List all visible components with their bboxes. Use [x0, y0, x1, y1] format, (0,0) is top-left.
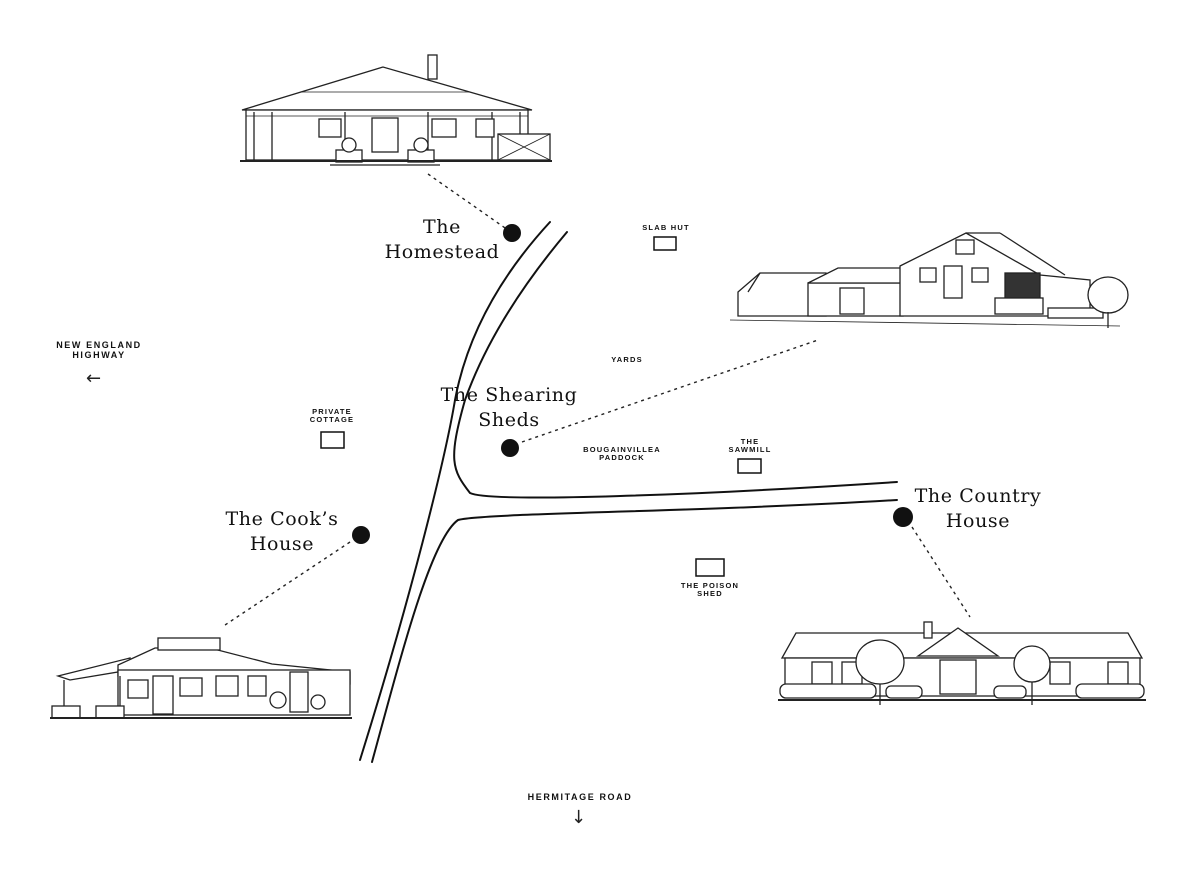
- country-house-leader: [911, 526, 971, 618]
- cooks-house-leader: [221, 541, 351, 628]
- hermitage-road-label[interactable]: HERMITAGE ROAD: [527, 792, 633, 802]
- location-dots: [352, 224, 913, 544]
- homestead-marker[interactable]: [503, 224, 521, 242]
- shearing-sheds-label-line2: Sheds: [478, 409, 540, 431]
- shearing-sheds-label-line1: The Shearing: [440, 384, 578, 406]
- bougainvillea-paddock-label[interactable]: BOUGAINVILLEA PADDOCK: [566, 446, 678, 462]
- cooks-house-illustration: [50, 637, 352, 719]
- main-road-right-edge: [453, 231, 898, 499]
- homestead-roof-icon: [241, 66, 533, 111]
- bougainvillea-label-line1: BOUGAINVILLEA: [583, 445, 661, 454]
- new-england-highway-label[interactable]: NEW ENGLAND HIGHWAY: [34, 340, 164, 360]
- shearing-sheds-marker[interactable]: [501, 439, 519, 457]
- country-house-illustration: [778, 621, 1146, 705]
- bougainvillea-label-line2: PADDOCK: [599, 453, 645, 462]
- main-road-left-edge: [359, 221, 551, 761]
- shearing-sheds-illustration: [729, 232, 1129, 328]
- poison-shed-label-line2: SHED: [697, 589, 723, 598]
- country-house-marker[interactable]: [893, 507, 913, 527]
- country-house-label-line2: House: [945, 510, 1011, 532]
- private-cottage-label[interactable]: PRIVATE COTTAGE: [292, 408, 372, 424]
- sawmill-label-line2: SAWMILL: [728, 445, 772, 454]
- private-cottage-icon[interactable]: [320, 431, 345, 449]
- new-england-label-line1: NEW ENGLAND: [56, 340, 142, 350]
- poison-shed-icon[interactable]: [695, 558, 725, 577]
- roads: [359, 221, 898, 763]
- shearing-sheds-leader: [521, 339, 819, 443]
- poison-shed-label-line1: THE POISON: [680, 581, 740, 590]
- cooks-house-label-line2: House: [249, 533, 315, 555]
- poison-shed-label[interactable]: THE POISON SHED: [664, 582, 756, 598]
- small-buildings: [320, 236, 762, 577]
- cooks-house-marker[interactable]: [352, 526, 370, 544]
- sawmill-icon[interactable]: [737, 458, 762, 474]
- slab-hut-icon[interactable]: [653, 236, 677, 251]
- sawmill-label[interactable]: THE SAWMILL: [714, 438, 786, 454]
- cooks-house-label[interactable]: The Cook’s House: [212, 507, 352, 557]
- side-road-lower-edge: [371, 499, 898, 763]
- homestead-label[interactable]: The Homestead: [372, 215, 512, 265]
- country-house-label-line1: The Country: [914, 485, 1042, 507]
- slab-hut-label[interactable]: SLAB HUT: [642, 223, 690, 232]
- country-house-label[interactable]: The Country House: [898, 484, 1058, 534]
- shearing-sheds-label[interactable]: The Shearing Sheds: [430, 383, 588, 433]
- yards-label[interactable]: YARDS: [611, 355, 643, 364]
- sawmill-label-line1: THE: [740, 437, 760, 446]
- homestead-leader: [427, 173, 509, 231]
- private-cottage-label-line1: PRIVATE: [312, 407, 352, 416]
- private-cottage-label-line2: COTTAGE: [309, 415, 355, 424]
- arrow-left-icon: ←: [86, 368, 102, 389]
- homestead-label-line2: Homestead: [384, 241, 500, 263]
- new-england-label-line2: HIGHWAY: [72, 350, 126, 360]
- homestead-illustration: [240, 54, 552, 166]
- leader-lines: [221, 173, 971, 628]
- cooks-house-label-line1: The Cook’s: [225, 508, 339, 530]
- arrow-down-icon: ↓: [571, 807, 587, 828]
- homestead-label-line1: The: [423, 216, 461, 238]
